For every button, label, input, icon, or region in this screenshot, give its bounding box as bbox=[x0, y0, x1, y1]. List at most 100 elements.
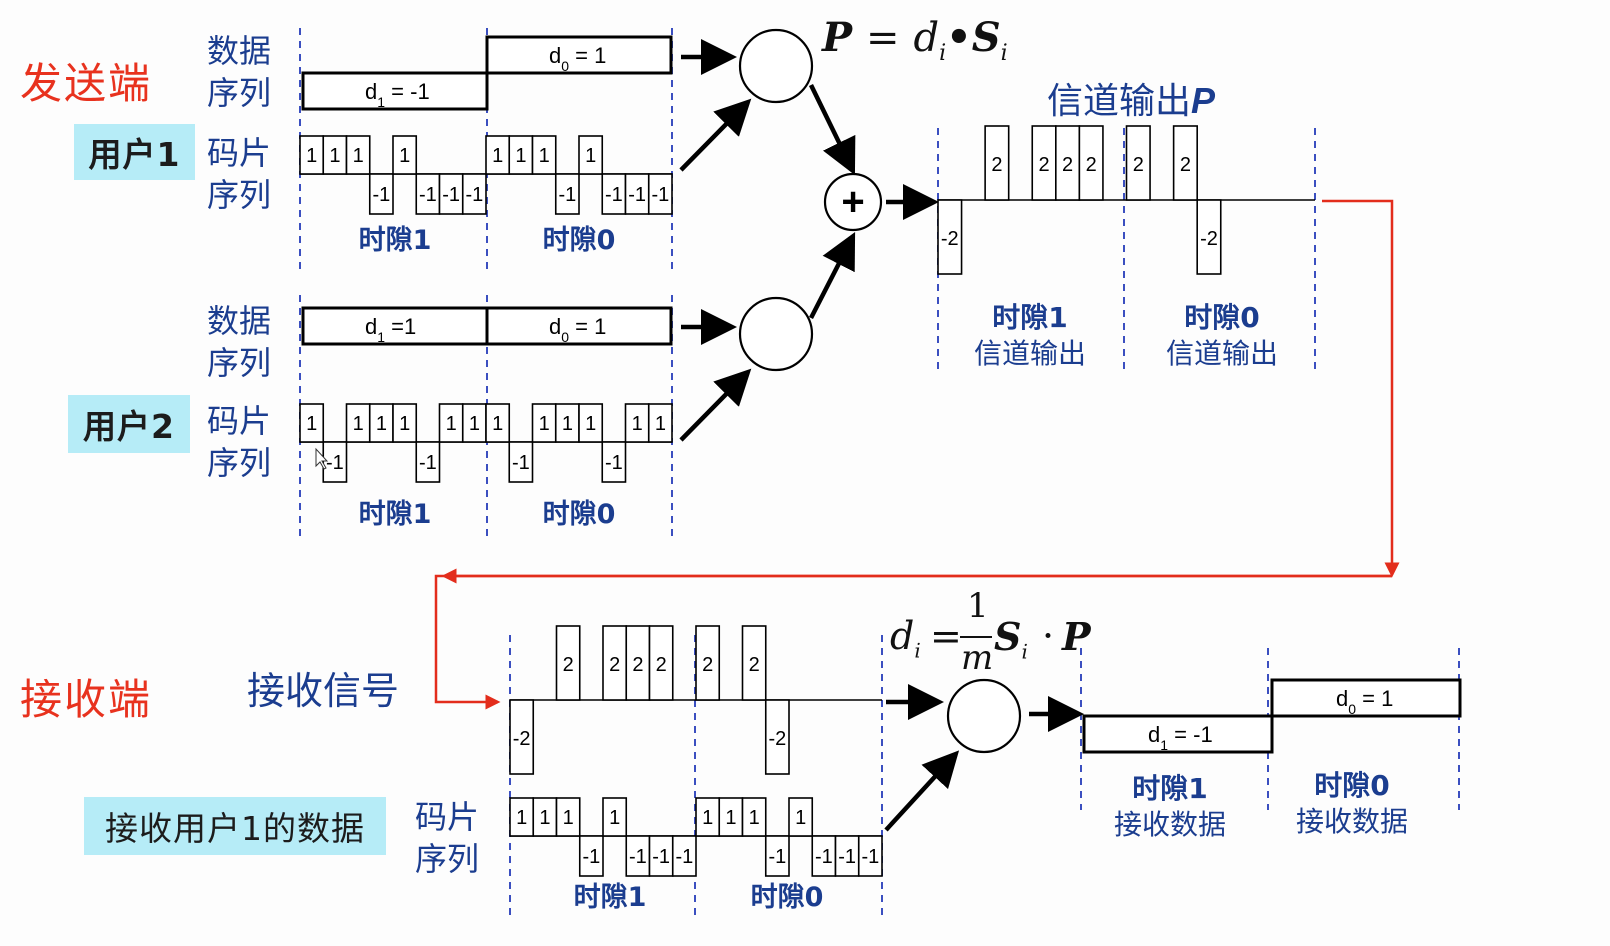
user2-chip-bar bbox=[647, 403, 673, 443]
receiver-chip-value: -1 bbox=[861, 846, 879, 868]
user1-chip-value: 1 bbox=[492, 145, 503, 167]
user1-chip-bar bbox=[578, 135, 604, 175]
receiver-chip-value: -1 bbox=[768, 846, 786, 868]
arrow-chip-to-mult bbox=[884, 750, 960, 832]
user1-chip-value: 1 bbox=[585, 145, 596, 167]
receiver-output-bit-box bbox=[1082, 714, 1274, 754]
channel-signal-bar bbox=[1196, 199, 1222, 275]
receiver-chip-label-line2: 序列 bbox=[415, 840, 480, 878]
channel-signal-value: 2 bbox=[1133, 154, 1144, 176]
receiver-chip-value: -1 bbox=[582, 846, 600, 868]
channel-signal-value: 2 bbox=[1180, 154, 1191, 176]
user2-chip-label: 码片 序列 bbox=[207, 400, 271, 484]
user2-bit-label: d1 =1 bbox=[365, 314, 416, 345]
red-path-down bbox=[1322, 199, 1400, 578]
receiver-chip-bar bbox=[671, 835, 697, 877]
multiplier-user1 bbox=[738, 28, 814, 104]
user2-chip-value: 1 bbox=[492, 413, 503, 435]
user2-bit-box bbox=[485, 306, 673, 346]
received-signal-value: -2 bbox=[768, 728, 786, 750]
user2-chip-label-line1: 码片 bbox=[207, 402, 272, 440]
despread-formula-d: di bbox=[890, 614, 921, 663]
user1-slot0-label: 时隙0 bbox=[542, 225, 616, 256]
channel-signal-value: 2 bbox=[1086, 154, 1097, 176]
user2-chip-bar bbox=[415, 441, 441, 483]
user1-chip-label-line1: 码片 bbox=[207, 134, 272, 172]
user1-chip-value: -1 bbox=[628, 184, 646, 206]
received-signal-value: 2 bbox=[749, 654, 760, 676]
user2-chip-bar bbox=[392, 403, 418, 443]
received-signal-bar bbox=[555, 625, 581, 701]
user2-chip-value: 1 bbox=[632, 413, 643, 435]
user2-chip-value: -1 bbox=[419, 452, 437, 474]
user1-chip-value: 1 bbox=[399, 145, 410, 167]
channel-signal-bar bbox=[1172, 125, 1198, 201]
user2-chip-value: 1 bbox=[562, 413, 573, 435]
user2-chip-bar bbox=[322, 441, 348, 483]
formula-d-sub: i bbox=[939, 41, 947, 66]
channel-signal-value: 2 bbox=[1062, 154, 1073, 176]
received-signal-value: 2 bbox=[563, 654, 574, 676]
arrow-user2-chip bbox=[679, 368, 752, 442]
recv-slot0-label-line1: 时隙0 bbox=[1314, 769, 1390, 802]
channel-slot0-label: 时隙0 信道输出 bbox=[1157, 300, 1287, 372]
user2-slot0-label: 时隙0 bbox=[542, 499, 616, 530]
user1-chip-label: 码片 序列 bbox=[207, 132, 271, 216]
slot-dividers bbox=[299, 28, 1460, 915]
user2-chip-label-line2: 序列 bbox=[207, 444, 272, 482]
user2-chip-bar bbox=[485, 403, 511, 443]
receiver-user1-tag: 接收用户1的数据 bbox=[84, 797, 386, 855]
user2-chip-value: 1 bbox=[655, 413, 666, 435]
user1-bit-label: d0 = 1 bbox=[549, 43, 606, 74]
user1-chip-bar bbox=[531, 135, 557, 175]
multiplier-user2 bbox=[738, 296, 814, 372]
channel-output-title: 信道输出P bbox=[1047, 72, 1215, 124]
adder-plus-icon: + bbox=[841, 180, 864, 224]
despread-formula-den: m bbox=[961, 638, 994, 678]
received-signal-value: 2 bbox=[702, 654, 713, 676]
arrow-user1-chip bbox=[679, 98, 752, 172]
user1-chip-value: -1 bbox=[465, 184, 483, 206]
user2-chip-bar bbox=[601, 441, 627, 483]
receiver-chip-label-line1: 码片 bbox=[415, 798, 480, 836]
receiver-chip-bar bbox=[578, 835, 604, 877]
channel-signal-value: 2 bbox=[991, 154, 1002, 176]
receiver-chip-value: 1 bbox=[563, 807, 574, 829]
channel-slot1-label: 时隙1 信道输出 bbox=[965, 300, 1095, 372]
despread-formula-dot: · bbox=[1042, 614, 1055, 658]
user2-chip-value: 1 bbox=[585, 413, 596, 435]
user1-chip-value: 1 bbox=[353, 145, 364, 167]
formula-eq: = bbox=[866, 15, 900, 61]
receiver-chip-bar bbox=[788, 797, 814, 837]
despread-formula-eq: = bbox=[930, 614, 962, 658]
receiver-chip-label: 码片 序列 bbox=[415, 796, 479, 880]
user1-data-label: 数据 序列 bbox=[207, 30, 271, 114]
receiver-chip-bar bbox=[602, 797, 628, 837]
mouse-cursor-icon bbox=[315, 447, 329, 470]
user2-chip-bar bbox=[508, 441, 534, 483]
received-signal-bar bbox=[764, 699, 790, 775]
user1-slot1-label: 时隙1 bbox=[358, 225, 432, 256]
receiver-slot0-label: 时隙0 bbox=[750, 882, 824, 913]
user1-chip-bar bbox=[554, 173, 580, 215]
user1-chip-label-line2: 序列 bbox=[207, 176, 272, 214]
user2-data-label-line2: 序列 bbox=[207, 344, 272, 382]
receiver-chip-bar bbox=[741, 797, 767, 837]
received-signal-bar bbox=[509, 699, 535, 775]
user2-chip-bar bbox=[299, 403, 325, 443]
channel-signal-value: 2 bbox=[1038, 154, 1049, 176]
received-signal-bar bbox=[648, 625, 674, 701]
received-signal-bar bbox=[695, 625, 721, 701]
channel-slot0-label-line1: 时隙0 bbox=[1184, 301, 1260, 334]
channel-signal-value: -2 bbox=[1200, 228, 1218, 250]
user2-chip-value: 1 bbox=[539, 413, 550, 435]
channel-signal-bar bbox=[1078, 125, 1104, 201]
signal-arrows bbox=[679, 39, 1084, 832]
receiver-chip-value: -1 bbox=[838, 846, 856, 868]
receiver-chip-bar bbox=[555, 797, 581, 837]
channel-signal-bar bbox=[1125, 125, 1151, 201]
formula-s-sub: i bbox=[1000, 41, 1008, 66]
recv-slot1-label: 时隙1 接收数据 bbox=[1100, 771, 1240, 843]
